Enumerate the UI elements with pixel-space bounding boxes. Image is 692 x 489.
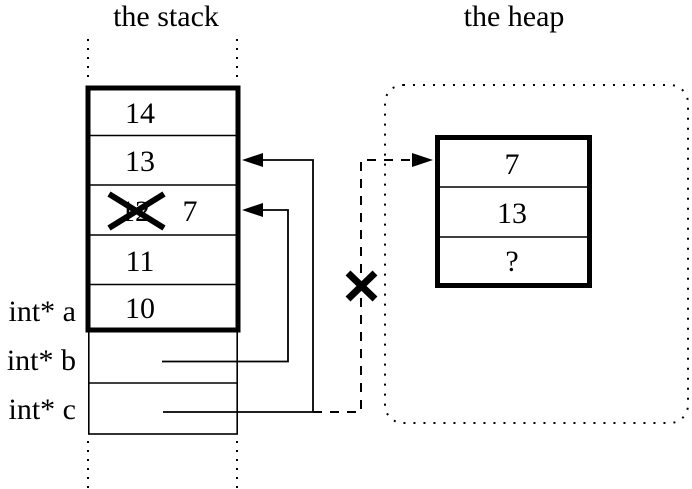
stack-cell-value: 14: [125, 97, 155, 130]
pointer-b-arrowhead-icon: [242, 203, 263, 217]
pointer-var-label-b: int* b: [7, 344, 76, 377]
heap-object-box: [435, 135, 592, 288]
invalid-pointer-x-icon: [345, 270, 378, 302]
pointer-var-label-a: int* a: [9, 295, 77, 328]
heap-region-outline: [384, 84, 689, 424]
pointer-var-label-c: int* c: [9, 393, 77, 426]
cross-out-stroke: [107, 191, 166, 231]
stack-cell-replacement-value: 7: [183, 195, 198, 228]
stack-cell-value: 10: [125, 292, 155, 325]
stack-title: the stack: [113, 0, 219, 33]
cross-out-x-icon: [107, 191, 166, 231]
pointer-c-line: [163, 159, 314, 413]
heap-cell-value: 13: [497, 197, 527, 230]
stack-pointer-cells-box: [88, 329, 238, 435]
heap-cell-value: 7: [505, 148, 520, 181]
stack-cell-value: 13: [125, 145, 155, 178]
stack-frame-box: [85, 85, 241, 333]
stack-cell-value: 11: [126, 245, 155, 278]
dangling-pointer-arrowhead-icon: [412, 153, 433, 167]
heap-cell-value: ?: [505, 245, 518, 278]
pointer-c-arrowhead-icon: [242, 153, 263, 167]
pointer-b-line: [162, 209, 289, 363]
invalid-x-stroke: [345, 270, 378, 302]
heap-title: the heap: [464, 0, 565, 33]
